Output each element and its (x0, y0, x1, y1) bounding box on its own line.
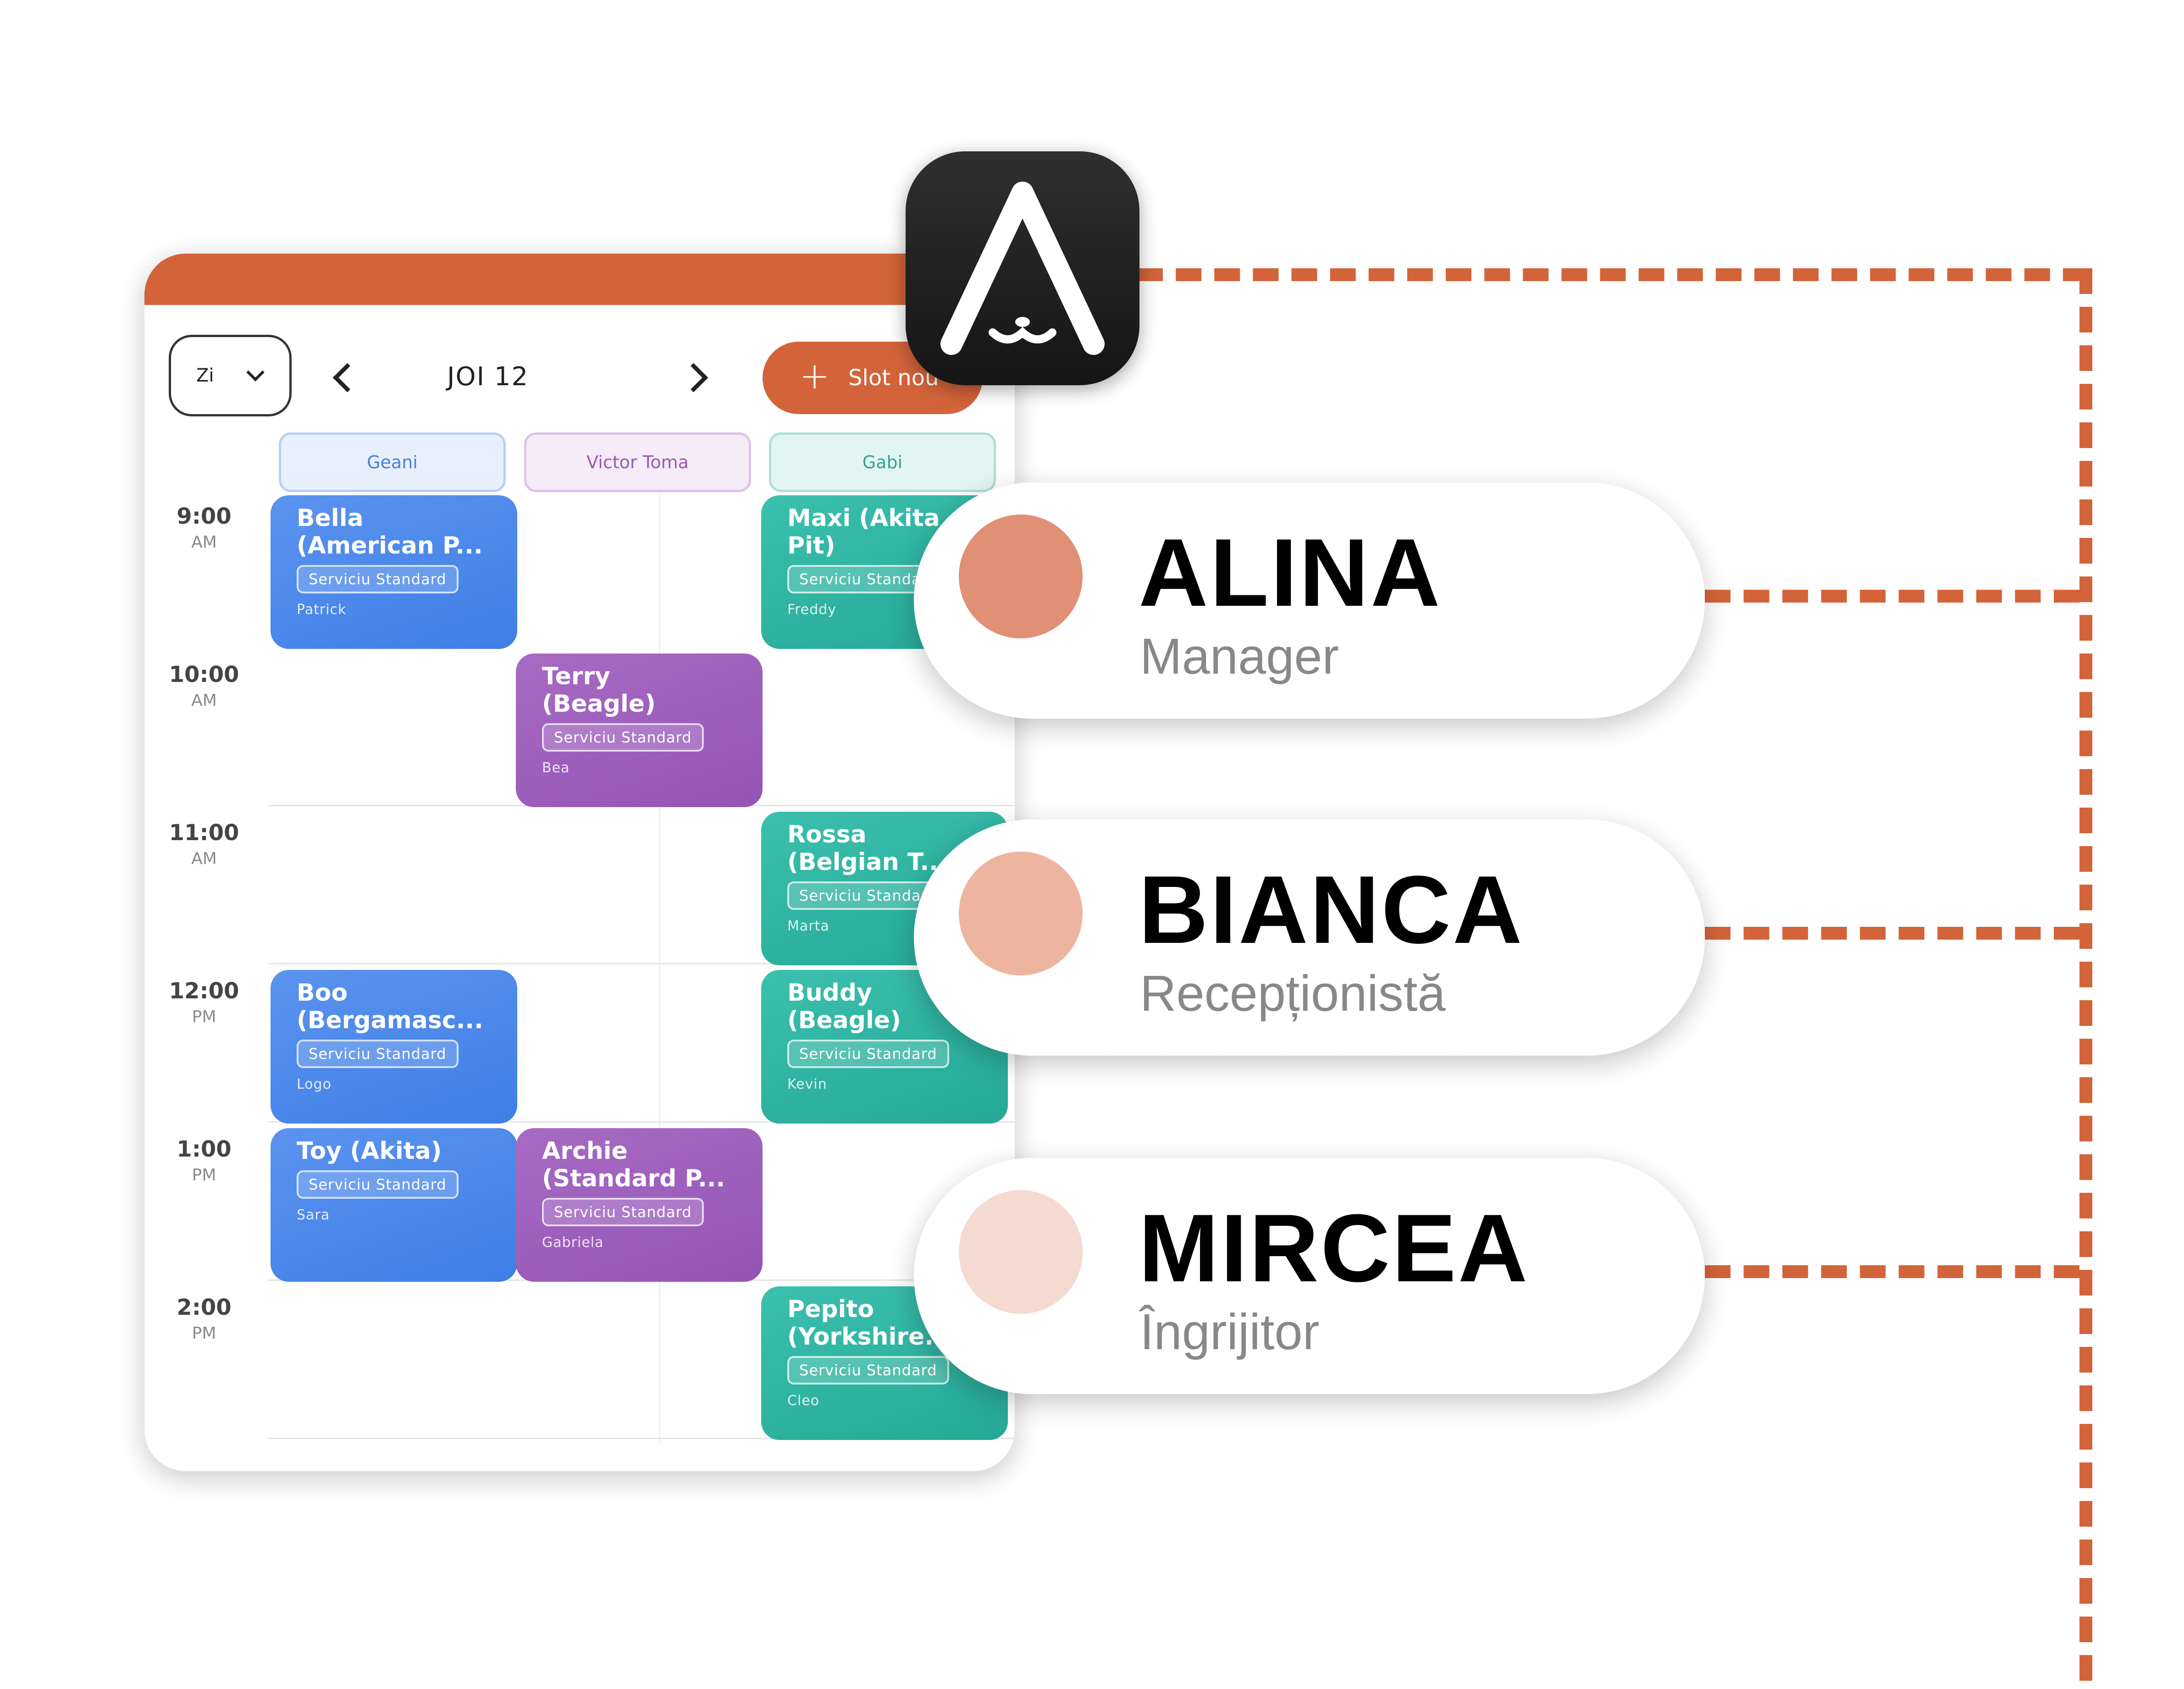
connector-vertical (2079, 268, 2105, 1681)
appointment-pet: Toy (Akita) (297, 1137, 442, 1165)
appointment-card[interactable]: Boo (Bergamasc... Serviciu Standard Logo (271, 970, 517, 1124)
time-label: 9:00 AM (144, 504, 264, 552)
staff-column-header[interactable]: Geani (279, 432, 506, 492)
role-name: MIRCEA (1139, 1194, 1530, 1302)
appointment-owner: Patrick (297, 602, 347, 618)
service-badge: Serviciu Standard (542, 1198, 704, 1226)
appointment-owner: Cleo (787, 1393, 820, 1409)
appointment-card[interactable]: Terry (Beagle) Serviciu Standard Bea (516, 653, 763, 807)
appointment-card[interactable]: Archie (Standard P... Serviciu Standard … (516, 1128, 763, 1282)
view-select-value: Zi (196, 365, 214, 386)
avatar (959, 1190, 1083, 1314)
paw-letter-a-icon (940, 182, 1105, 355)
appointment-card[interactable]: Rossa (Belgian T... Serviciu Standard Ma… (761, 812, 1008, 965)
view-select[interactable]: Zi (169, 335, 292, 416)
service-badge: Serviciu Standard (787, 1040, 949, 1068)
time-value: 9:00 (177, 504, 232, 529)
appointment-owner: Freddy (787, 602, 837, 618)
avatar (959, 515, 1083, 638)
time-value: 11:00 (169, 820, 239, 846)
appointment-owner: Bea (542, 760, 570, 776)
time-value: 1:00 (177, 1136, 232, 1162)
appointment-owner: Sara (297, 1207, 330, 1223)
time-period: PM (192, 1008, 216, 1026)
appointment-pet: Buddy (Beagle) (787, 979, 901, 1034)
chevron-down-icon (246, 363, 265, 382)
time-value: 10:00 (169, 662, 239, 687)
appointment-owner: Marta (787, 918, 829, 934)
plus-icon: + (799, 354, 830, 397)
grid-line (268, 963, 1015, 964)
role-title: Îngrijitor (1140, 1304, 1320, 1360)
time-value: 12:00 (169, 978, 239, 1004)
role-card-alina: ALINA Manager (914, 482, 1705, 719)
grid-line (268, 1121, 1015, 1123)
appointment-pet: Maxi (Akita Pit) (787, 504, 940, 559)
chevron-right-icon[interactable] (679, 363, 708, 393)
connector-mircea (1705, 1265, 2079, 1291)
service-badge: Serviciu Standard (297, 1040, 459, 1068)
date-label: JOI 12 (447, 362, 529, 392)
appointment-owner: Kevin (787, 1076, 827, 1092)
time-period: AM (191, 849, 217, 868)
time-value: 2:00 (177, 1295, 232, 1320)
role-card-bianca: BIANCA Recepționistă (914, 820, 1705, 1056)
avatar (959, 852, 1083, 975)
connector-bianca (1705, 927, 2079, 952)
appointment-pet: Pepito (Yorkshire... (787, 1296, 952, 1351)
calendar-card: Zi JOI 12 + Slot nou Geani Victor Toma G… (144, 254, 1015, 1471)
grid-line (659, 492, 660, 1444)
service-badge: Serviciu Standard (787, 1356, 949, 1384)
grid-line (268, 1438, 1015, 1439)
time-period: PM (192, 1324, 216, 1343)
card-header-bar (144, 254, 1015, 305)
connector-top (1137, 268, 2089, 294)
appointment-pet: Archie (Standard P... (542, 1137, 725, 1192)
role-name: BIANCA (1139, 856, 1524, 964)
time-label: 10:00 AM (144, 662, 264, 710)
chevron-left-icon[interactable] (332, 363, 362, 393)
appointment-card[interactable]: Bella (American P... Serviciu Standard P… (271, 495, 517, 649)
appointment-owner: Gabriela (542, 1235, 604, 1251)
role-title: Manager (1140, 628, 1339, 685)
appointment-owner: Logo (297, 1076, 332, 1092)
time-period: PM (192, 1166, 216, 1185)
service-badge: Serviciu Standard (297, 1170, 459, 1199)
service-badge: Serviciu Standard (542, 723, 704, 752)
new-slot-label: Slot nou (848, 365, 939, 391)
app-logo-icon (906, 151, 1139, 385)
time-label: 1:00 PM (144, 1136, 264, 1185)
time-period: AM (191, 533, 217, 552)
staff-column-header[interactable]: Victor Toma (524, 432, 751, 492)
connector-alina (1705, 590, 2079, 615)
appointment-card[interactable]: Toy (Akita) Serviciu Standard Sara (271, 1128, 517, 1282)
role-card-mircea: MIRCEA Îngrijitor (914, 1158, 1705, 1394)
staff-column-header[interactable]: Gabi (769, 432, 996, 492)
role-name: ALINA (1139, 519, 1442, 626)
role-title: Recepționistă (1140, 965, 1446, 1022)
appointment-pet: Boo (Bergamasc... (297, 979, 483, 1034)
time-label: 11:00 AM (144, 820, 264, 868)
appointment-pet: Bella (American P... (297, 504, 483, 559)
time-label: 2:00 PM (144, 1295, 264, 1343)
appointment-pet: Terry (Beagle) (542, 663, 656, 718)
time-label: 12:00 PM (144, 978, 264, 1026)
time-period: AM (191, 691, 217, 710)
service-badge: Serviciu Standard (297, 565, 459, 593)
